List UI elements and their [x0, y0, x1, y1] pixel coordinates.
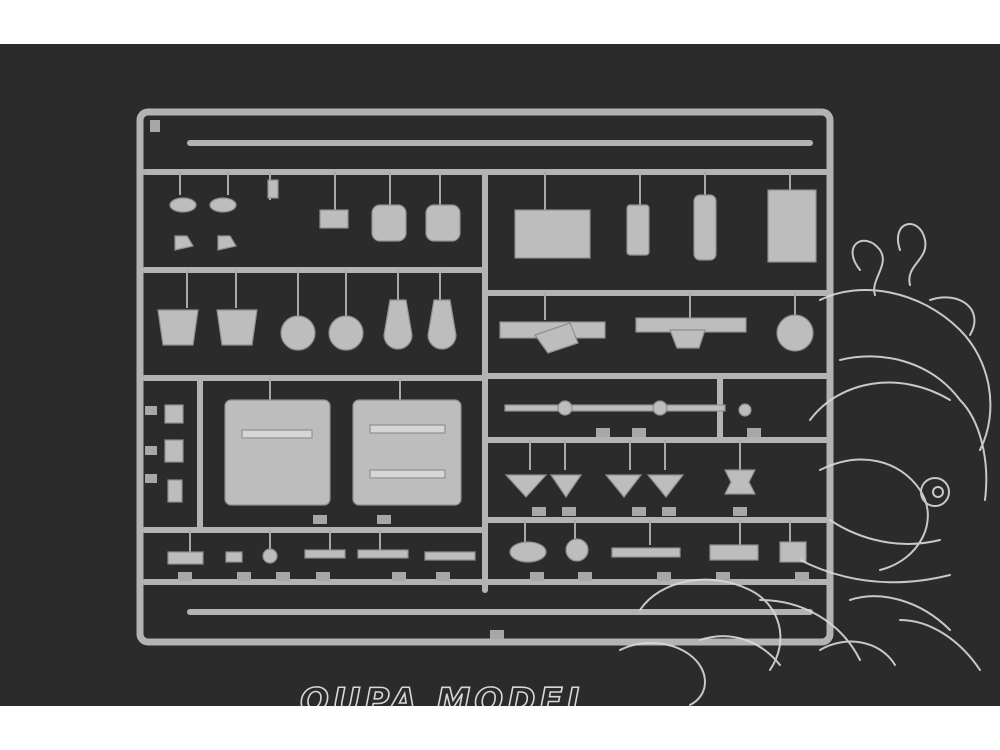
dragon-watermark	[619, 223, 992, 706]
sprue-runners	[136, 108, 834, 646]
part-number-tags	[145, 120, 809, 639]
sprue-gates	[179, 172, 796, 555]
watermark-brand-text: OUPA MODEL	[300, 681, 592, 721]
sprue-parts	[157, 179, 817, 565]
